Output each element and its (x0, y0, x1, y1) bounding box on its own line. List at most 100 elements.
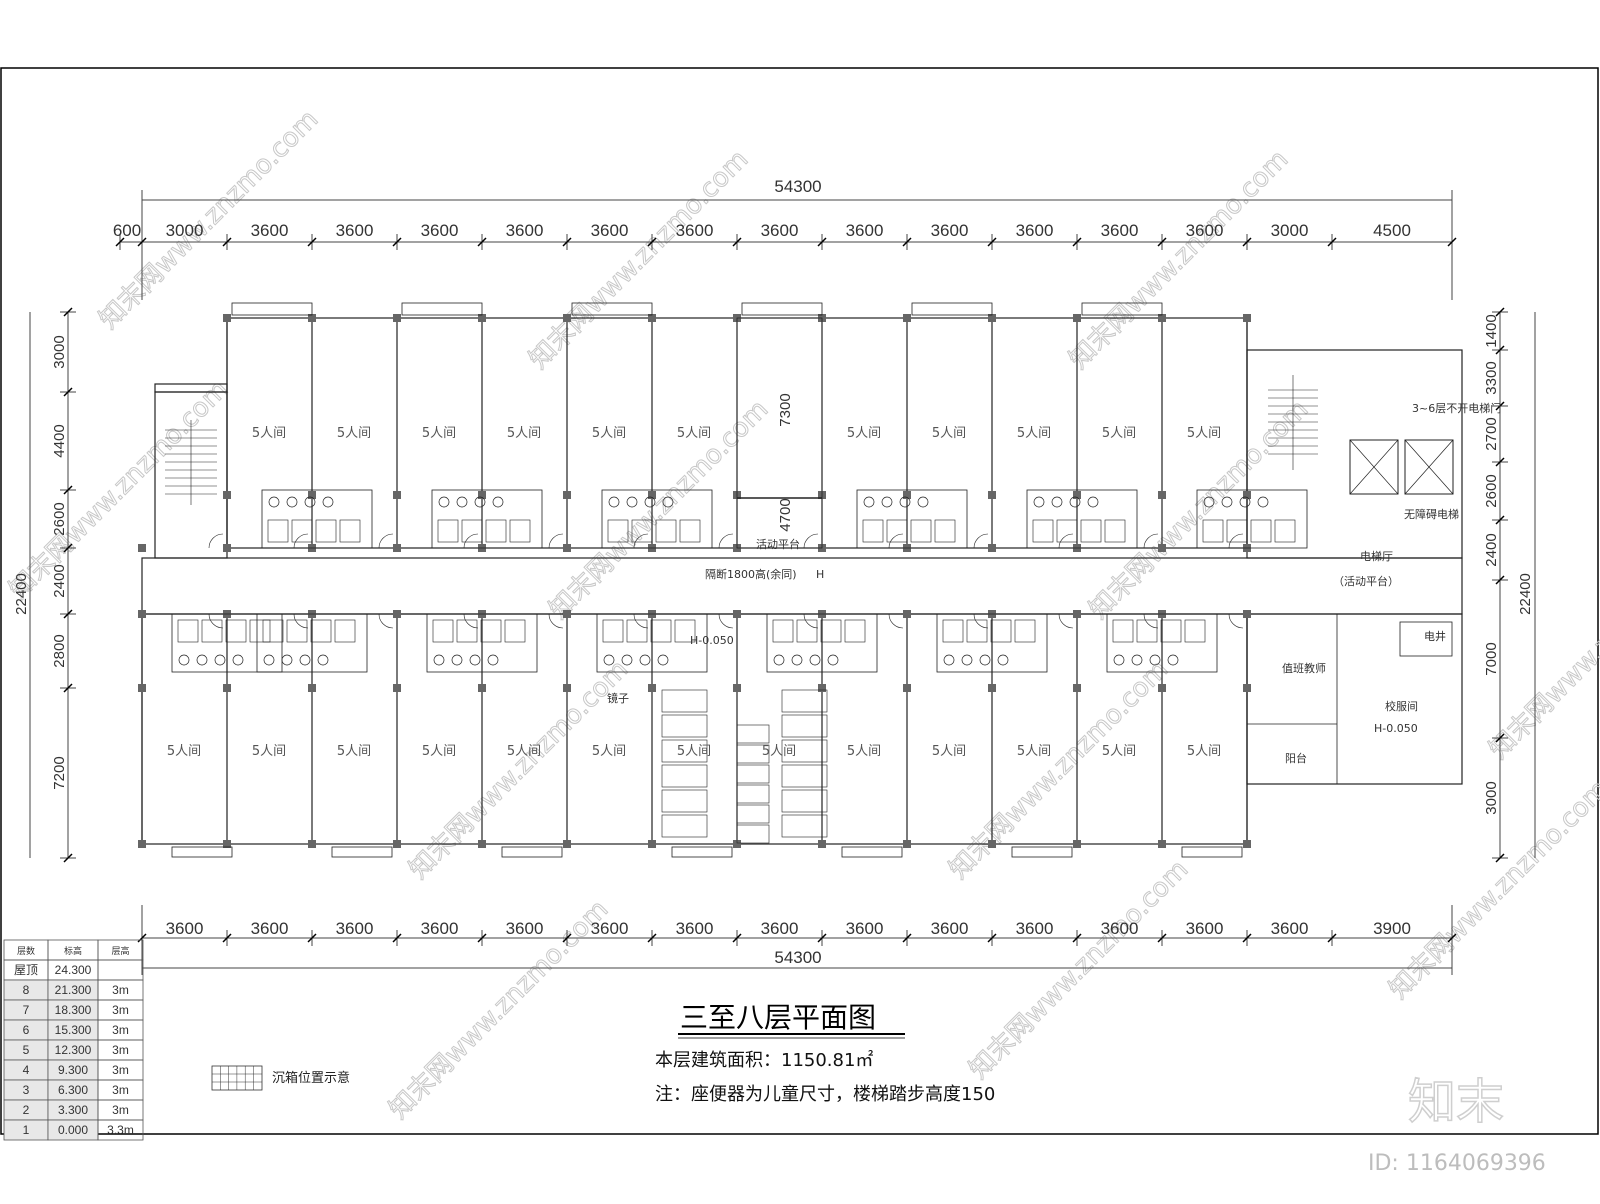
table-cell-text: 3m (112, 1023, 129, 1037)
dim-slash (1447, 933, 1457, 943)
window-balcony (841, 846, 903, 858)
table-cell-text: 3m (112, 983, 129, 997)
sink-icon (492, 496, 504, 508)
column (988, 491, 996, 499)
dim-slash (817, 237, 827, 247)
image-id: ID: 1164069396 (1368, 1151, 1546, 1176)
dim-slash (1447, 237, 1457, 247)
dim-slash (1495, 307, 1505, 317)
legend-label: 沉箱位置示意 (272, 1070, 350, 1086)
column (1073, 491, 1081, 499)
sink-icon (304, 496, 316, 508)
right-segment-label: 2400 (1483, 533, 1500, 566)
dim-slash (1072, 237, 1082, 247)
dim-slash (647, 933, 657, 943)
column (308, 491, 316, 499)
sink-icon (773, 654, 785, 666)
dim-slash (1242, 237, 1252, 247)
room-label: 5人间 (252, 426, 286, 441)
top-segment-label: 3600 (1101, 221, 1139, 240)
sink-icon (299, 654, 311, 666)
column (988, 840, 996, 848)
column (393, 610, 401, 618)
toilet-stall (509, 519, 531, 543)
toilet-stall (910, 519, 932, 543)
column (988, 684, 996, 692)
dim-slash (392, 933, 402, 943)
bottom-segment-label: 3600 (421, 919, 459, 938)
shower-bay (781, 789, 828, 813)
column (648, 840, 656, 848)
left-segment-label: 2800 (51, 634, 68, 667)
room-label: 5人间 (762, 744, 796, 759)
sink-icon (214, 654, 226, 666)
bottom-segment-label: 3600 (591, 919, 629, 938)
room-label: 5人间 (1102, 426, 1136, 441)
right-segment-label: 2600 (1483, 474, 1500, 507)
dim-slash (987, 237, 997, 247)
table-cell-text: 3m (112, 1043, 129, 1057)
column (308, 840, 316, 848)
dim-slash (1327, 237, 1337, 247)
bottom-segment-label: 3600 (846, 919, 884, 938)
door-arc (293, 533, 309, 549)
door-arc (1058, 533, 1074, 549)
bottom-segment-label: 3600 (761, 919, 799, 938)
door-arc (1058, 613, 1074, 629)
table-cell-text: 3m (112, 1063, 129, 1077)
toilet-stall (1032, 519, 1054, 543)
sink-icon (286, 496, 298, 508)
top-segment-label: 3600 (336, 221, 374, 240)
column (1158, 684, 1166, 692)
dim-slash (562, 237, 572, 247)
door-arc (803, 613, 819, 629)
bathroom-north (1196, 489, 1308, 549)
door-arc (208, 533, 224, 549)
door-arc (803, 533, 819, 549)
dim-slash (1072, 933, 1082, 943)
table-cell-text: 标高 (64, 945, 82, 957)
electric-shaft (1399, 621, 1453, 657)
dim-slash (1327, 933, 1337, 943)
top-segment-label: 3600 (421, 221, 459, 240)
toilet-stall (1160, 619, 1182, 643)
bathroom-south (936, 613, 1048, 673)
dim-slash (115, 237, 125, 247)
room-label: 5人间 (167, 744, 201, 759)
toilet-stall (655, 519, 677, 543)
table-cell-text: 21.300 (55, 983, 92, 997)
column (478, 491, 486, 499)
column (138, 840, 146, 848)
bathroom-south (171, 613, 283, 673)
bathroom-south (426, 613, 538, 673)
elevator-hall-label: 电梯厅 (1360, 550, 1393, 563)
toilet-stall (1274, 519, 1296, 543)
sink-icon (1051, 496, 1063, 508)
room-label: 5人间 (847, 426, 881, 441)
top-segment-label: 3600 (591, 221, 629, 240)
sink-icon (263, 654, 275, 666)
door-arc (1228, 533, 1244, 549)
top-segment-label: 3000 (166, 221, 204, 240)
column (903, 491, 911, 499)
dim-slash (1157, 237, 1167, 247)
overall-width-bottom: 54300 (774, 948, 821, 967)
column (903, 684, 911, 692)
window-balcony (741, 302, 823, 316)
sink-cubicle (736, 784, 770, 804)
room-label: 5人间 (1102, 744, 1136, 759)
sink-icon (178, 654, 190, 666)
right-segment-label: 1400 (1483, 314, 1500, 347)
room-label: 5人间 (1187, 426, 1221, 441)
toilet-stall (674, 619, 696, 643)
dim-slash (987, 933, 997, 943)
table-cell-text: 3m (112, 1003, 129, 1017)
room-label: 5人间 (592, 744, 626, 759)
toilet-stall (334, 619, 356, 643)
dim-slash (902, 933, 912, 943)
dim-slash (1495, 401, 1505, 411)
activity-platform (736, 317, 823, 549)
bathroom-north (856, 489, 968, 549)
